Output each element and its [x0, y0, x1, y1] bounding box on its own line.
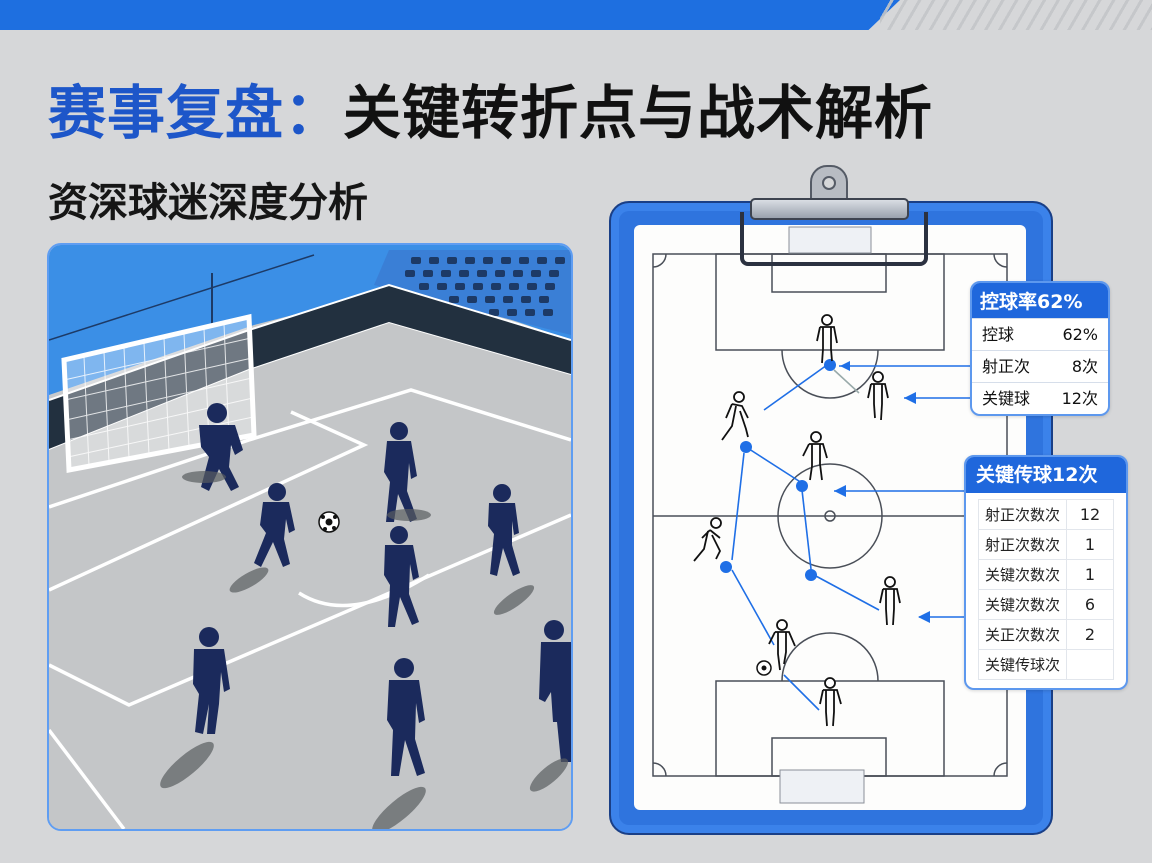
- page-title: 赛事复盘：关键转折点与战术解析: [48, 66, 933, 150]
- page-subtitle: 资深球迷深度分析: [48, 180, 368, 226]
- pass-node-icon: [720, 359, 930, 623]
- goal-net-icon: [779, 226, 872, 804]
- clipboard-clip-bar: [750, 198, 909, 220]
- table-row: 关键传球次: [977, 649, 1115, 680]
- table-cell-value: 12: [1066, 499, 1115, 530]
- table-cell-label: 射正次数次: [977, 529, 1068, 560]
- football-icon: [318, 511, 340, 533]
- player-figure-icon: [693, 314, 901, 727]
- clipboard-clip-arms: [740, 212, 928, 266]
- title-main: 关键转折点与战术解析: [343, 79, 934, 147]
- possession-card-title: 控球率62%: [972, 283, 1108, 318]
- table-cell-value: 1: [1066, 529, 1115, 560]
- stat-value: 12次: [1061, 389, 1098, 408]
- pass-arrows: [731, 364, 974, 711]
- table-cell-value: 2: [1066, 619, 1115, 650]
- table-cell-value: [1066, 649, 1115, 680]
- tactics-pitch-diagram: [652, 226, 1008, 804]
- stat-label: 射正次: [982, 357, 1031, 376]
- stat-value: 62%: [1062, 325, 1098, 344]
- stat-row: 射正次 8次: [972, 350, 1108, 382]
- table-cell-label: 射正次数次: [977, 499, 1068, 530]
- key-pass-card-title: 关键传球12次: [966, 457, 1126, 493]
- football-icon: [756, 660, 772, 676]
- table-cell-label: 关正次数次: [977, 619, 1068, 650]
- table-cell-value: 1: [1066, 559, 1115, 590]
- stat-row: 控球 62%: [972, 318, 1108, 350]
- match-scene-illustration: [47, 243, 573, 831]
- stat-label: 控球: [982, 325, 1015, 344]
- stat-row: 关键球 12次: [972, 382, 1108, 414]
- possession-stats-card: 控球率62% 控球 62% 射正次 8次 关键球 12次: [970, 281, 1110, 416]
- top-accent-band: [0, 0, 900, 30]
- table-cell-label: 关键传球次: [977, 649, 1068, 680]
- table-cell-label: 关键次数次: [977, 559, 1068, 590]
- table-cell-value: 6: [1066, 589, 1115, 620]
- stat-label: 关键球: [982, 389, 1031, 408]
- stat-value: 8次: [1071, 357, 1098, 376]
- title-accent: 赛事复盘：: [48, 79, 344, 147]
- stadium-seats-icon: [374, 250, 571, 335]
- decorative-stripes: [880, 0, 1152, 30]
- table-cell-label: 关键次数次: [977, 589, 1068, 620]
